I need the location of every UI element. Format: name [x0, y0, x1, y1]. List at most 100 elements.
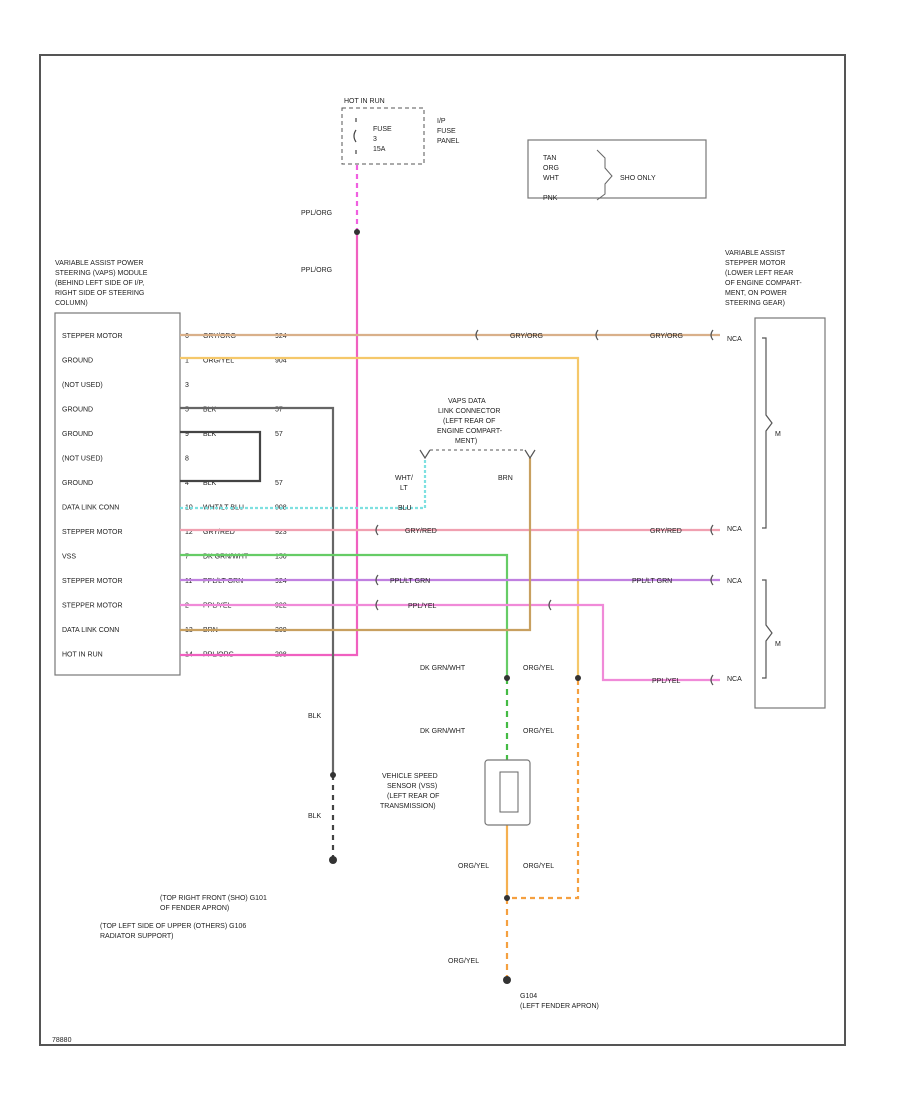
vaps-pin-label: (NOT USED)	[62, 382, 103, 389]
vaps-pin-circuit: 57	[275, 431, 283, 438]
vaps-pin-circuit: 924	[275, 578, 287, 585]
run-label-gry-org: GRY/ORG	[510, 333, 543, 340]
vaps-pin-wire: DK GRN/WHT	[203, 554, 249, 561]
wire-set	[180, 165, 720, 984]
dlc-title-5: MENT)	[455, 438, 477, 445]
vaps-pin-number: 10	[185, 505, 193, 512]
label-org-yel-5: ORG/YEL	[448, 958, 479, 965]
vss-title-1: VEHICLE SPEED	[382, 773, 438, 780]
fuse-hot-label: HOT IN RUN	[344, 98, 385, 105]
vaps-pin-label: DATA LINK CONN	[62, 627, 119, 634]
legend-item-3: WHT	[543, 175, 560, 182]
stepper-pin-3: NCA	[727, 578, 742, 585]
label-org-yel-4: ORG/YEL	[523, 863, 554, 870]
vaps-pin-circuit: 923	[275, 529, 287, 536]
vaps-pin-circuit: 150	[275, 554, 287, 561]
vehicle-speed-sensor: VEHICLE SPEED SENSOR (VSS) (LEFT REAR OF…	[380, 759, 531, 826]
legend-item-1: TAN	[543, 155, 556, 162]
dlc-title-2: LINK CONNECTOR	[438, 408, 501, 415]
run-label-ppl-yel: PPL/YEL	[408, 603, 437, 610]
vaps-title-1: VARIABLE ASSIST POWER	[55, 260, 143, 267]
vaps-title-5: COLUMN)	[55, 300, 88, 307]
vaps-module-box	[54, 312, 181, 676]
vss-title-2: SENSOR (VSS)	[387, 783, 437, 790]
vaps-pin-label: GROUND	[62, 431, 93, 438]
vaps-pin-number: 3	[185, 382, 189, 389]
legend-item-2: ORG	[543, 165, 559, 172]
stepper-title-5: MENT, ON POWER	[725, 290, 787, 297]
g106-note-1: (TOP LEFT SIDE OF UPPER (OTHERS) G106	[100, 923, 246, 930]
connector-marks	[375, 329, 714, 686]
vaps-pin-wire: BLK	[203, 407, 217, 414]
stepper-pin-4: NCA	[727, 676, 742, 683]
vss-title-3: (LEFT REAR OF	[387, 793, 439, 800]
vaps-pin-number: 6	[185, 333, 189, 340]
g104-note-1: G104	[520, 993, 537, 1000]
vaps-pin-number: 4	[185, 480, 189, 487]
vaps-pin-number: 5	[185, 407, 189, 414]
legend-note: SHO ONLY	[620, 175, 656, 182]
vaps-pin-number: 12	[185, 529, 193, 536]
vaps-pin-wire: GRY/RED	[203, 529, 235, 536]
stepper-title-2: STEPPER MOTOR	[725, 260, 786, 267]
run-label-gry-red: GRY/RED	[405, 528, 437, 535]
wire-ppl-yel	[180, 603, 720, 682]
vaps-module: VARIABLE ASSIST POWER STEERING (VAPS) MO…	[54, 260, 287, 676]
g101-note-2: OF FENDER APRON)	[160, 905, 229, 912]
panel-line-2: FUSE	[437, 128, 456, 135]
stepper-coil-label-2: M	[775, 641, 781, 648]
label-org-yel-2: ORG/YEL	[523, 728, 554, 735]
g101-note-1: (TOP RIGHT FRONT (SHO) G101	[160, 895, 267, 902]
vaps-pin-circuit: 57	[275, 407, 283, 414]
wire-dk-grn	[180, 553, 509, 678]
stepper-title-4: OF ENGINE COMPART-	[725, 280, 802, 287]
dlc-wire-left-2: LT	[400, 485, 408, 492]
stepper-title-3: (LOWER LEFT REAR	[725, 270, 793, 277]
panel-line-3: PANEL	[437, 138, 460, 145]
vaps-pin-wire: PPL/LT GRN	[203, 578, 243, 585]
vaps-pin-circuit: 57	[275, 480, 283, 487]
dlc-wire-right: BRN	[498, 475, 513, 482]
vaps-pin-wire: BLK	[203, 480, 217, 487]
vaps-pin-label: (NOT USED)	[62, 456, 103, 463]
vaps-pin-circuit: 924	[275, 333, 287, 340]
run-label-gry-red-2: GRY/RED	[650, 528, 682, 535]
vaps-pin-number: 1	[185, 358, 189, 365]
vaps-pin-wire: ORG/YEL	[203, 358, 234, 365]
g104-note-2: (LEFT FENDER APRON)	[520, 1003, 599, 1010]
ground-notes: (TOP RIGHT FRONT (SHO) G101 OF FENDER AP…	[100, 895, 599, 1010]
label-dk-grn-2: DK GRN/WHT	[420, 728, 466, 735]
vaps-pin-label: STEPPER MOTOR	[62, 578, 123, 585]
diagram-frame	[39, 54, 846, 1046]
run-label-ppl-lt-grn-2: PPL/LT GRN	[632, 578, 672, 585]
fuse-line-3: 15A	[373, 146, 386, 153]
vaps-pin-label: STEPPER MOTOR	[62, 333, 123, 340]
g106-note-2: RADIATOR SUPPORT)	[100, 933, 174, 940]
label-blk-2: BLK	[308, 813, 322, 820]
vaps-title-3: (BEHIND LEFT SIDE OF I/P,	[55, 280, 144, 287]
dlc-title-3: (LEFT REAR OF	[443, 418, 495, 425]
label-ppl-org-1: PPL/ORG	[301, 210, 332, 217]
fuse-line-2: 3	[373, 136, 377, 143]
vaps-pin-number: 9	[185, 431, 189, 438]
legend-box: TAN ORG WHT PNK SHO ONLY	[527, 139, 707, 202]
wire-ppl-org	[180, 230, 359, 657]
dlc-wire-left-1: WHT/	[395, 475, 413, 482]
wire-org-yel-dashed	[505, 680, 580, 900]
stepper-box	[754, 317, 826, 709]
vaps-title-4: RIGHT SIDE OF STEERING	[55, 290, 144, 297]
run-label-ppl-yel-right: PPL/YEL	[652, 678, 681, 685]
vaps-pin-label: GROUND	[62, 358, 93, 365]
vaps-pin-label: STEPPER MOTOR	[62, 603, 123, 610]
vaps-pin-number: 8	[185, 456, 189, 463]
vaps-pin-number: 11	[185, 578, 192, 585]
stepper-motor: VARIABLE ASSIST STEPPER MOTOR (LOWER LEF…	[725, 250, 826, 709]
vaps-pin-number: 7	[185, 554, 189, 561]
dlc-title-1: VAPS DATA	[448, 398, 486, 405]
stepper-title-1: VARIABLE ASSIST	[725, 250, 786, 257]
vaps-pin-circuit: 904	[275, 358, 287, 365]
vaps-pin-label: STEPPER MOTOR	[62, 529, 123, 536]
stepper-coil-label-1: M	[775, 431, 781, 438]
stepper-pin-2: NCA	[727, 526, 742, 533]
